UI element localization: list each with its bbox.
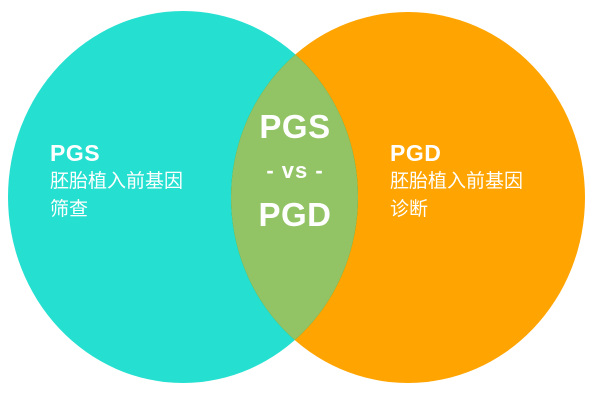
overlap-line-vs: - vs - xyxy=(266,158,324,183)
right-acronym: PGD xyxy=(390,140,442,166)
right-subtitle-line-2: 诊断 xyxy=(390,199,429,220)
left-acronym: PGS xyxy=(50,140,101,166)
right-subtitle-line-1: 胚胎植入前基因 xyxy=(390,171,524,192)
overlap-line-pgs: PGS xyxy=(259,108,331,145)
left-label-group: PGS 胚胎植入前基因 筛查 xyxy=(50,138,225,224)
left-subtitle-line-2: 筛查 xyxy=(50,199,89,220)
overlap-label-group: PGS - vs - PGD xyxy=(232,104,358,238)
overlap-line-pgd: PGD xyxy=(258,196,332,233)
left-subtitle-line-1: 胚胎植入前基因 xyxy=(50,171,184,192)
left-subtitle: 胚胎植入前基因 筛查 xyxy=(50,168,225,224)
right-subtitle: 胚胎植入前基因 诊断 xyxy=(390,168,570,224)
right-label-group: PGD 胚胎植入前基因 诊断 xyxy=(390,138,570,224)
